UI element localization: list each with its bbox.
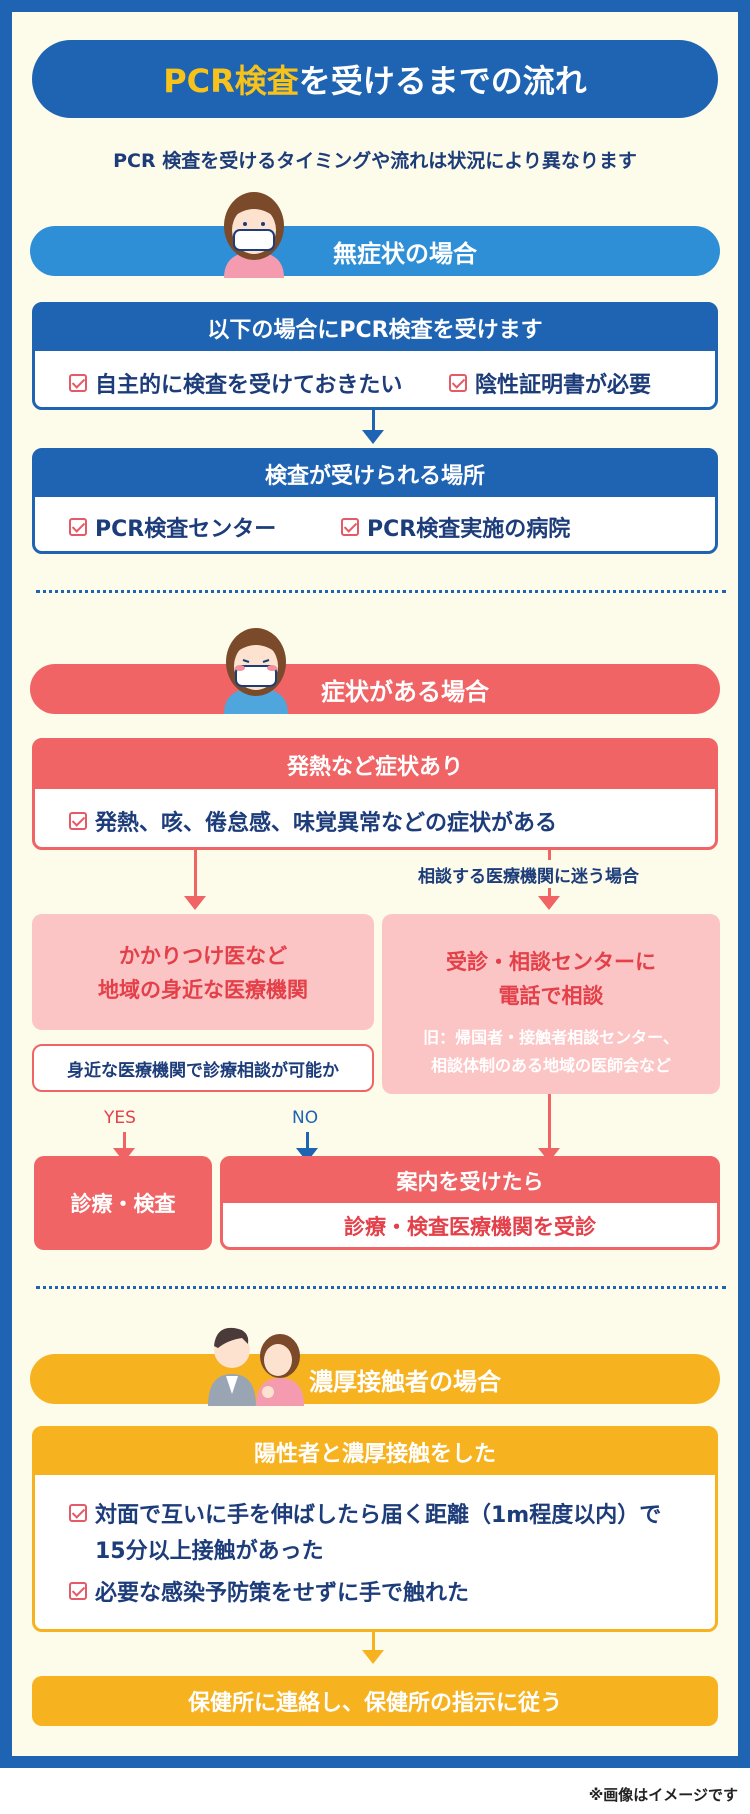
question-text: 身近な医療機関で診療相談が可能か — [67, 1060, 339, 1081]
no-label: NO — [292, 1108, 319, 1128]
section-symptomatic-label: 症状がある場合 — [30, 664, 720, 714]
consultation-question: 身近な医療機関で診療相談が可能か — [32, 1044, 374, 1092]
box-header: 以下の場合にPCR検査を受けます — [35, 305, 715, 351]
final-instruction-box: 保健所に連絡し、保健所の指示に従う — [32, 1676, 718, 1726]
arrow-down — [194, 850, 197, 898]
section-symptomatic-text: 症状がある場合 — [321, 677, 489, 706]
arrow-head — [538, 896, 560, 910]
arrow-down — [548, 850, 551, 860]
checkbox-icon — [341, 518, 359, 536]
arrow-down — [548, 1094, 551, 1150]
center-line2: 電話で相談 — [498, 984, 604, 1008]
item-text: 15分以上接触があった — [95, 1539, 324, 1564]
yes-label: YES — [104, 1108, 136, 1128]
checklist-item: 発熱、咳、倦怠感、味覚異常などの症状がある — [69, 805, 557, 837]
item-text: PCR検査実施の病院 — [367, 517, 571, 542]
item-text: 発熱、咳、倦怠感、味覚異常などの症状がある — [95, 811, 558, 836]
footnote: ※画像はイメージです — [588, 1786, 738, 1804]
arrow-down — [306, 1132, 309, 1150]
checkbox-icon — [449, 374, 467, 392]
box-header: 案内を受けたら — [223, 1159, 717, 1203]
test-location-box: 検査が受けられる場所 PCR検査センター PCR検査実施の病院 — [32, 448, 718, 554]
checkbox-icon — [69, 812, 87, 830]
section-asymptomatic-label: 無症状の場合 — [30, 226, 720, 276]
asymptomatic-conditions-box: 以下の場合にPCR検査を受けます 自主的に検査を受けておきたい 陰性証明書が必要 — [32, 302, 718, 410]
arrow-head — [362, 430, 384, 444]
guidance-text: 診療・検査医療機関を受診 — [344, 1215, 596, 1239]
checkbox-icon — [69, 518, 87, 536]
checklist-item: 必要な感染予防策をせずに手で触れた — [69, 1575, 469, 1607]
local-clinic-box: かかりつけ医など 地域の身近な医療機関 — [32, 914, 374, 1030]
checkbox-icon — [69, 374, 87, 392]
subtitle: PCR 検査を受けるタイミングや流れは状況により異なります — [113, 150, 637, 172]
checklist-item: PCR検査実施の病院 — [341, 511, 570, 543]
checklist-item: PCR検査センター — [69, 511, 276, 543]
clinic-line2: 地域の身近な医療機関 — [98, 978, 308, 1002]
title-rest: を受けるまでの流れ — [298, 62, 587, 100]
arrow-down — [372, 410, 375, 432]
consultation-center-box: 受診・相談センターに 電話で相談 旧：帰国者・接触者相談センター、 相談体制のあ… — [382, 914, 720, 1094]
checkbox-icon — [69, 1582, 87, 1600]
checklist-item: 陰性証明書が必要 — [449, 367, 651, 399]
arrow-head — [362, 1650, 384, 1664]
clinic-line1: かかりつけ医など — [118, 944, 288, 968]
center-note1: 旧：帰国者・接触者相談センター、 — [423, 1028, 679, 1047]
item-text: 陰性証明書が必要 — [475, 373, 652, 398]
symptoms-box: 発熱など症状あり 発熱、咳、倦怠感、味覚異常などの症状がある — [32, 738, 718, 850]
box-header: 陽性者と濃厚接触をした — [35, 1429, 715, 1475]
section-close-contact-label: 濃厚接触者の場合 — [30, 1354, 720, 1404]
arrow-down — [123, 1132, 126, 1150]
arrow-head — [184, 896, 206, 910]
center-note2: 相談体制のある地域の医師会など — [430, 1056, 671, 1075]
result-exam-text: 診療・検査 — [70, 1192, 176, 1216]
center-line1: 受診・相談センターに — [446, 950, 656, 974]
branch-note: 相談する医療機関に迷う場合 — [418, 867, 639, 887]
box-header: 検査が受けられる場所 — [35, 451, 715, 497]
box-header: 発熱など症状あり — [35, 741, 715, 789]
section-asymptomatic-text: 無症状の場合 — [333, 239, 477, 268]
result-guidance-box: 案内を受けたら 診療・検査医療機関を受診 — [220, 1156, 720, 1250]
woman-fever-icon — [224, 628, 288, 714]
arrow-down — [548, 888, 551, 898]
woman-mask-icon — [224, 192, 284, 278]
checklist-item-continued: 15分以上接触があった — [95, 1533, 324, 1565]
item-text: PCR検査センター — [95, 517, 277, 542]
arrow-down — [372, 1632, 375, 1652]
section-close-contact-text: 濃厚接触者の場合 — [309, 1367, 501, 1396]
title-highlight: PCR検査 — [163, 62, 299, 100]
final-instruction-text: 保健所に連絡し、保健所の指示に従う — [187, 1691, 562, 1716]
close-contact-box: 陽性者と濃厚接触をした 対面で互いに手を伸ばしたら届く距離（1m程度以内）で 1… — [32, 1426, 718, 1632]
page-title: PCR検査を受けるまでの流れ — [32, 40, 718, 118]
result-exam-box: 診療・検査 — [34, 1156, 212, 1250]
checklist-item: 対面で互いに手を伸ばしたら届く距離（1m程度以内）で — [69, 1497, 661, 1529]
item-text: 必要な感染予防策をせずに手で触れた — [95, 1581, 470, 1606]
divider — [36, 1286, 726, 1289]
item-text: 自主的に検査を受けておきたい — [95, 373, 403, 398]
checkbox-icon — [69, 1504, 87, 1522]
people-talking-icon — [208, 1327, 304, 1406]
checklist-item: 自主的に検査を受けておきたい — [69, 367, 402, 399]
item-text: 対面で互いに手を伸ばしたら届く距離（1m程度以内）で — [95, 1503, 662, 1528]
divider — [36, 590, 726, 593]
